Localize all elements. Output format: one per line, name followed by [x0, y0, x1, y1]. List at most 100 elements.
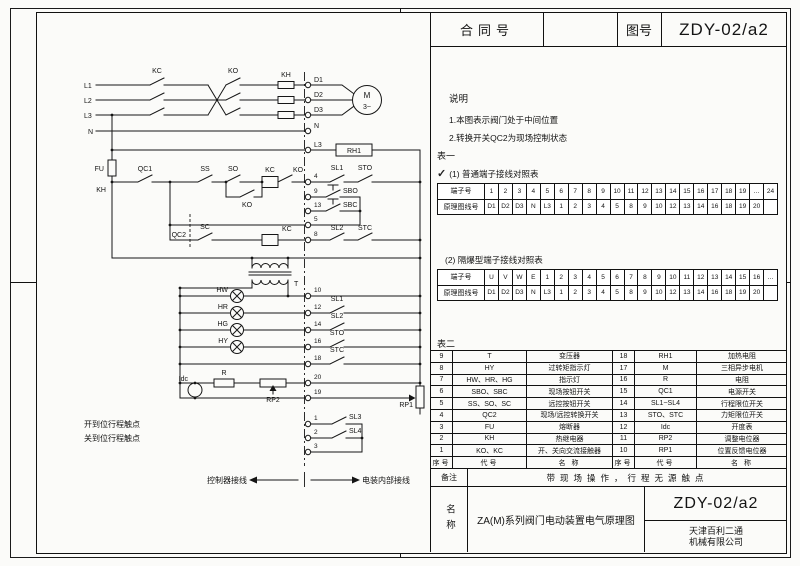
rp1-potentiometer-icon	[415, 385, 425, 409]
ko-coil-icon	[261, 234, 279, 246]
terminal-3-label: 3	[314, 443, 318, 450]
terminal-cell: 6	[611, 270, 625, 285]
wire-cell: D1	[485, 199, 499, 214]
name-cell: 变压器	[527, 351, 613, 362]
component-table-header: 序号 代号 名 称 序号 代号 名 称	[431, 457, 787, 469]
component-row: 6 SBO、SBC 现场按钮开关 15 QC1 电源开关	[431, 386, 787, 399]
drawing-title: ZA(M)系列阀门电动装置电气原理图	[468, 487, 645, 552]
code-cell: SL1~SL4	[635, 398, 697, 409]
seq-header: 序号	[613, 457, 635, 468]
terminal-cell: 9	[597, 184, 611, 199]
wire-cell: 4	[597, 199, 611, 214]
terminal-n-label: N	[314, 123, 319, 130]
fuse-icon	[107, 159, 117, 177]
lamp-hr-label: HR	[218, 304, 228, 311]
switch-stc-label: STC	[358, 225, 372, 232]
wire-cell: L3	[541, 285, 555, 300]
title-block-right: ZDY-02/a2 天津百利二通 机械有限公司	[645, 487, 787, 552]
wire-cell: 18	[722, 199, 737, 214]
name-cell: 加热电阻	[728, 353, 756, 361]
terminal-cell: 7	[625, 270, 639, 285]
terminal-row-label: 端子号	[438, 184, 485, 199]
switch-stob-label: STO	[330, 330, 345, 337]
name-cell: 电阻	[735, 376, 749, 384]
contract-no-label: 合同号	[431, 13, 544, 47]
terminal-cell: 6	[555, 184, 569, 199]
code-cell: SBO、SBC	[453, 386, 527, 398]
seq-cell: 18	[613, 351, 635, 362]
switch-sl3-label: SL3	[349, 414, 362, 421]
wire-cell: L3	[541, 199, 555, 214]
motor-icon	[352, 85, 382, 115]
terminal-5-label: 5	[314, 216, 318, 223]
terminal-9-label: 9	[314, 188, 318, 195]
center-tick-bottom	[400, 553, 401, 557]
terminal-cell: …	[767, 273, 774, 281]
name-cell: 开度表	[731, 424, 753, 432]
seq-cell: 13	[613, 409, 635, 421]
transformer-icon	[251, 263, 289, 285]
terminal-cell: 2	[499, 184, 513, 199]
component-row: 7 HW、HR、HG 指示灯 16 R 电阻	[431, 374, 787, 387]
resistor-r-label: R	[221, 370, 226, 377]
terminal-cell: 12	[694, 270, 709, 285]
terminal-cell: 2	[555, 270, 569, 285]
wire-cell: N	[527, 199, 541, 214]
wire-cell: 20	[750, 285, 765, 300]
normal-terminal-table-title: ✓(1) 普通端子接线对照表	[437, 168, 539, 180]
switch-sl2-label: SL2	[331, 225, 344, 232]
terminal-cell: 3	[569, 270, 583, 285]
wire-cell: 1	[555, 199, 569, 214]
terminal-16-label: 16	[314, 338, 322, 345]
wire-cell: 4	[597, 285, 611, 300]
terminal-cell: U	[485, 270, 499, 285]
check-icon: ✓	[437, 168, 447, 180]
notes-heading: 说明	[449, 94, 469, 105]
terminal-cell: 18	[722, 184, 737, 199]
note-line: 2.转换开关QC2为现场控制状态	[449, 133, 568, 143]
controller-side-label: 控制器接线	[207, 475, 247, 485]
name-cell: 热继电器	[527, 433, 613, 445]
ss-label: SS	[200, 166, 210, 173]
wire-cell: 12	[666, 285, 681, 300]
terminal-cell: 1	[541, 270, 555, 285]
sc-label: SC	[200, 224, 210, 231]
name-cell: 现场/远控转换开关	[527, 409, 613, 421]
fuse-label: FU	[95, 166, 104, 173]
name-cell: 指示灯	[527, 374, 613, 386]
code-header: 代号	[453, 457, 527, 468]
terminal-cell: 10	[666, 270, 681, 285]
center-tick-left	[10, 282, 36, 283]
open-limit-note: 开到位行程触点	[84, 419, 140, 429]
qc1-label: QC1	[138, 166, 153, 173]
code-cell: STO、STC	[635, 409, 697, 421]
code-cell: R	[635, 374, 697, 386]
terminal-d2-label: D2	[314, 92, 323, 99]
name-cell: 力矩限位开关	[721, 412, 763, 420]
name-cell: 电源开关	[728, 388, 756, 396]
wire-cell: 5	[611, 199, 625, 214]
terminal-cell: 8	[583, 184, 597, 199]
remark-label: 备注	[431, 469, 468, 486]
seq-cell: 12	[613, 421, 635, 433]
terminal-cell: 19	[736, 184, 751, 199]
thermal-element-icon	[277, 96, 295, 104]
code-cell: KH	[453, 433, 527, 445]
terminal-cell: 11	[680, 270, 695, 285]
terminal-10-label: 10	[314, 287, 322, 294]
wire-cell: 3	[583, 199, 597, 214]
heater-rh1-label: RH1	[347, 148, 361, 155]
neutral-label: N	[88, 129, 93, 136]
terminal-12-label: 12	[314, 304, 322, 311]
wire-row-label: 原理图线号	[438, 199, 485, 214]
terminal-cell: E	[527, 270, 541, 285]
code-cell: RP2	[635, 433, 697, 445]
name-cell: 过转矩指示灯	[527, 362, 613, 374]
seq-cell: 5	[431, 398, 453, 409]
switch-sl1-label: SL1	[331, 165, 344, 172]
contactor-kc-label: KC	[152, 68, 162, 75]
component-row: 4 QC2 现场/远控转换开关 13 STO、STC 力矩限位开关	[431, 409, 787, 422]
terminal-cell: W	[513, 270, 527, 285]
